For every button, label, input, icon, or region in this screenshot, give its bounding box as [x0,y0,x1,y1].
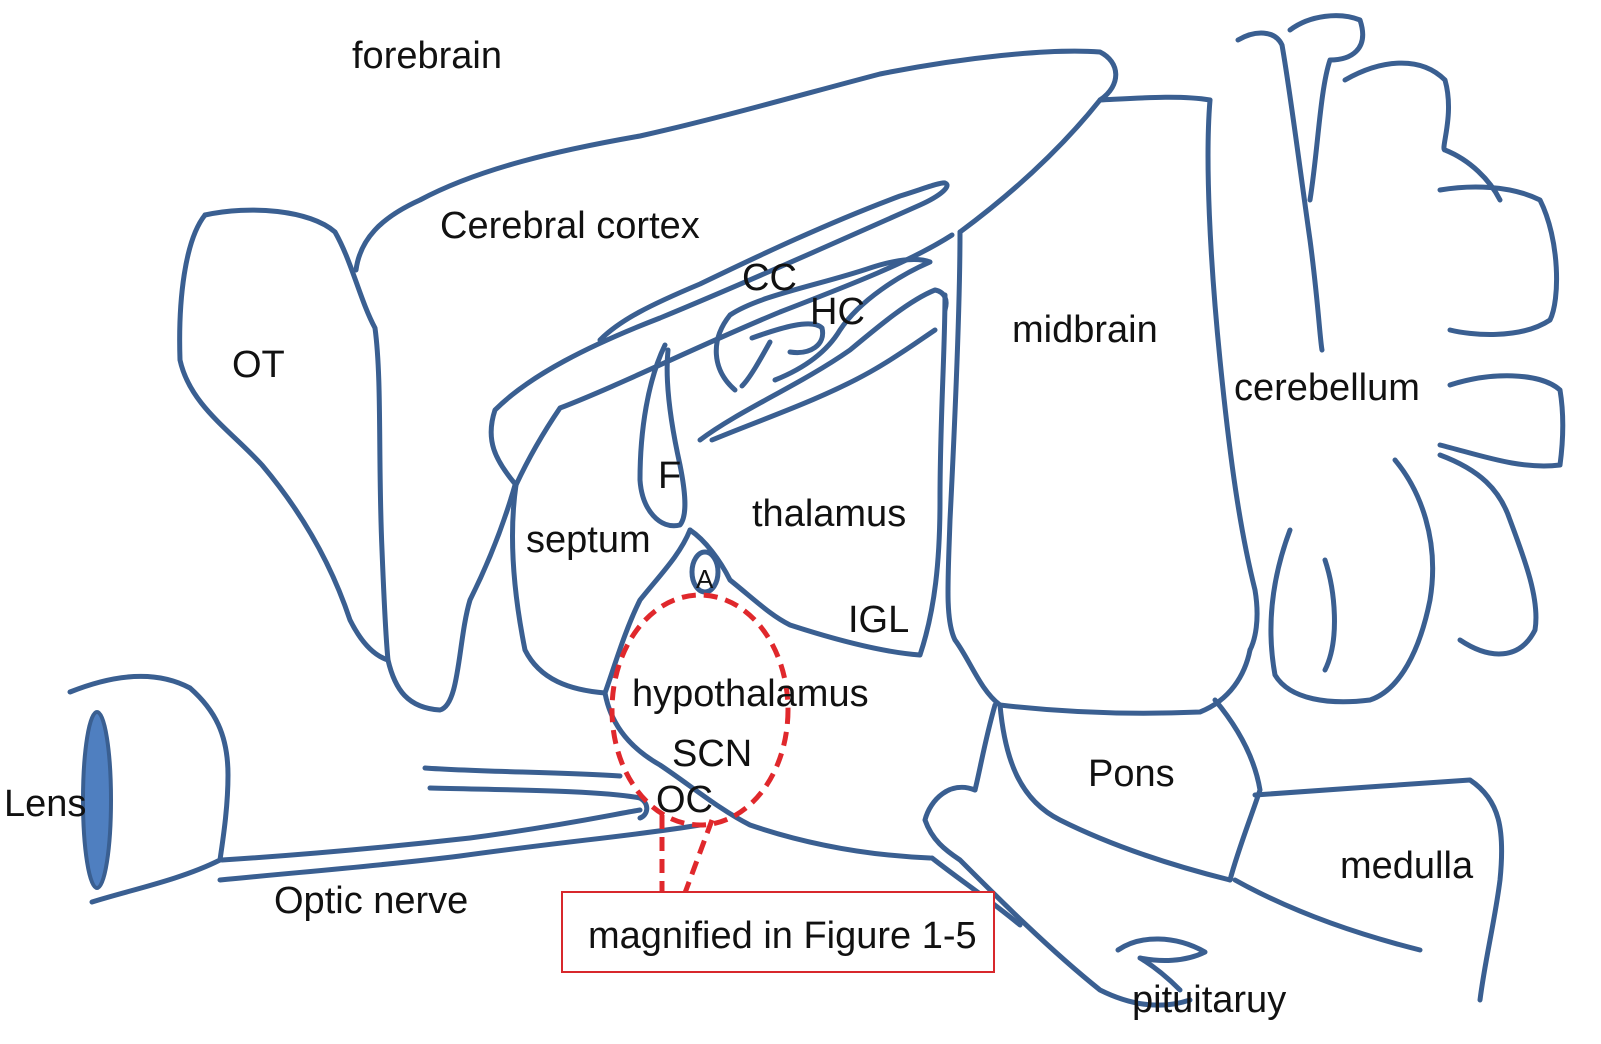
cerebellum-fold-6 [1440,455,1536,654]
label-thalamus: thalamus [752,493,906,535]
pons-right-border [1215,700,1260,880]
midbrain-top [1100,97,1210,100]
cerebellum-fold-5 [1440,376,1563,466]
label-pons: Pons [1088,753,1175,795]
label-cerebral-cortex: Cerebral cortex [440,205,700,247]
label-cc: CC [742,257,797,299]
label-ot: OT [232,344,285,386]
medulla-lower [1235,880,1420,950]
label-oc: OC [656,779,713,821]
septum-outline [513,485,690,693]
label-a: A [696,564,714,594]
cerebellum-fold-7 [1271,460,1433,702]
label-septum: septum [526,519,651,561]
label-lens: Lens [4,783,86,825]
cerebellum-fold-4 [1440,187,1557,334]
label-f: F [658,455,681,497]
label-pituitary: pituitaruy [1132,979,1286,1021]
optic-tract-upper [425,768,620,776]
label-hc: HC [810,291,865,333]
label-forebrain: forebrain [352,35,502,77]
callout-text: magnified in Figure 1-5 [588,915,977,957]
label-igl: IGL [848,599,909,641]
label-optic-nerve: Optic nerve [274,880,468,922]
midbrain-outline [948,232,1250,713]
label-midbrain: midbrain [1012,309,1158,351]
lens-shape [83,712,111,888]
label-scn: SCN [672,733,752,775]
pons-left-edge [975,705,995,790]
label-cerebellum: cerebellum [1234,367,1420,409]
optic-nerve-outline [222,810,640,860]
medulla-outline [1255,780,1502,1000]
label-medulla: medulla [1340,845,1474,887]
cerebellum-fold-3 [1345,63,1500,200]
cerebellum-fold-8 [1325,560,1334,670]
label-hypothalamus: hypothalamus [632,673,869,715]
